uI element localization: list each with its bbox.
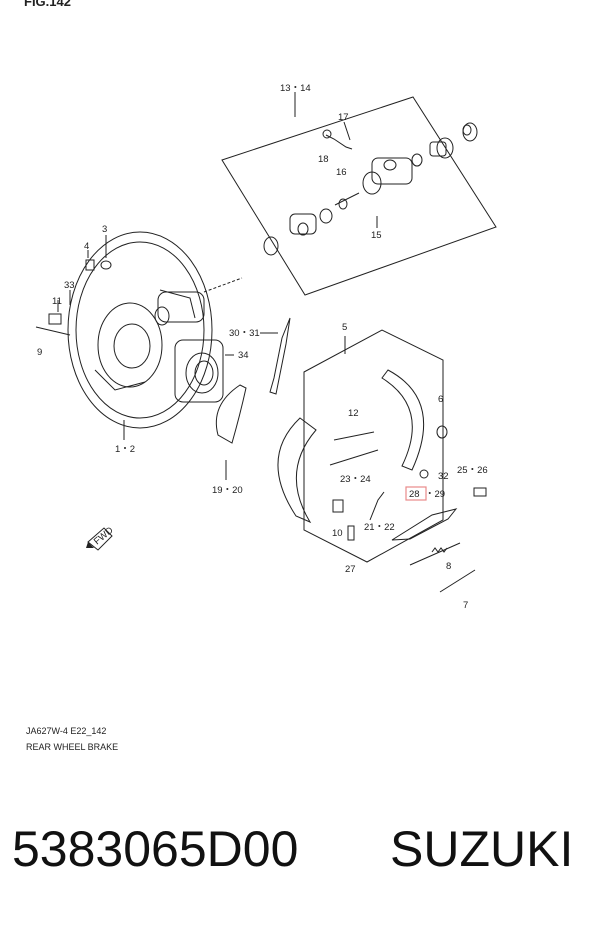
label-32: 32 bbox=[438, 471, 449, 482]
label-8: 8 bbox=[446, 561, 451, 572]
label-11: 11 bbox=[52, 296, 62, 307]
cylinder-on-plate bbox=[154, 277, 243, 326]
label-19-20: 19・20 bbox=[212, 485, 243, 496]
label-28: 28 bbox=[409, 489, 420, 500]
brake-shoe-left bbox=[277, 417, 317, 524]
parts-diagram: FIG.142 bbox=[24, 0, 497, 752]
label-13-14: 13・14 bbox=[280, 83, 311, 94]
label-15: 15 bbox=[371, 230, 382, 241]
label-34: 34 bbox=[238, 350, 249, 361]
hub-bearing bbox=[174, 339, 234, 403]
brand-name: SUZUKI bbox=[390, 821, 574, 877]
brake-shoe-right bbox=[381, 369, 425, 471]
part-number: 5383065D00 bbox=[12, 821, 299, 877]
fwd-arrow-icon bbox=[86, 527, 113, 551]
anchor-plate bbox=[215, 384, 247, 444]
caption-code: JA627W-4 E22_142 bbox=[26, 726, 107, 736]
label-16: 16 bbox=[336, 167, 347, 178]
label-17: 17 bbox=[338, 112, 349, 123]
parking-lever bbox=[269, 317, 291, 395]
label-6: 6 bbox=[438, 394, 443, 405]
backing-plate bbox=[67, 231, 213, 440]
label-18: 18 bbox=[318, 154, 329, 165]
highlight-28 bbox=[405, 486, 427, 501]
label-30-31: 30・31 bbox=[229, 328, 260, 339]
label-23-24: 23・24 bbox=[340, 474, 371, 485]
label-25-26: 25・26 bbox=[457, 465, 488, 476]
exploded-view: FWD 13・14 17 18 16 15 3 4 33 11 9 30・31 … bbox=[35, 83, 497, 611]
label-9: 9 bbox=[37, 347, 42, 358]
label-4: 4 bbox=[84, 241, 89, 252]
adjuster bbox=[329, 449, 379, 466]
label-29: ・29 bbox=[425, 489, 445, 500]
label-10: 10 bbox=[332, 528, 343, 539]
caption-title: REAR WHEEL BRAKE bbox=[26, 742, 119, 752]
label-7: 7 bbox=[463, 600, 468, 611]
spring-8 bbox=[409, 542, 461, 566]
label-5: 5 bbox=[342, 322, 347, 333]
wheel-cylinder-parts bbox=[263, 121, 478, 256]
footer-area bbox=[0, 778, 600, 932]
label-1-2: 1・2 bbox=[115, 444, 135, 455]
label-21-22: 21・22 bbox=[364, 522, 395, 533]
figure-ref: FIG.142 bbox=[24, 0, 71, 9]
adjust-lever bbox=[391, 508, 458, 541]
label-27: 27 bbox=[345, 564, 356, 575]
label-3: 3 bbox=[102, 224, 107, 235]
label-33: 33 bbox=[64, 280, 75, 291]
shoe-kit-box bbox=[303, 329, 444, 563]
spring-7 bbox=[439, 569, 476, 593]
mounting-bolts bbox=[35, 235, 112, 336]
cylinder-kit-box bbox=[221, 96, 497, 296]
label-12: 12 bbox=[348, 408, 359, 419]
